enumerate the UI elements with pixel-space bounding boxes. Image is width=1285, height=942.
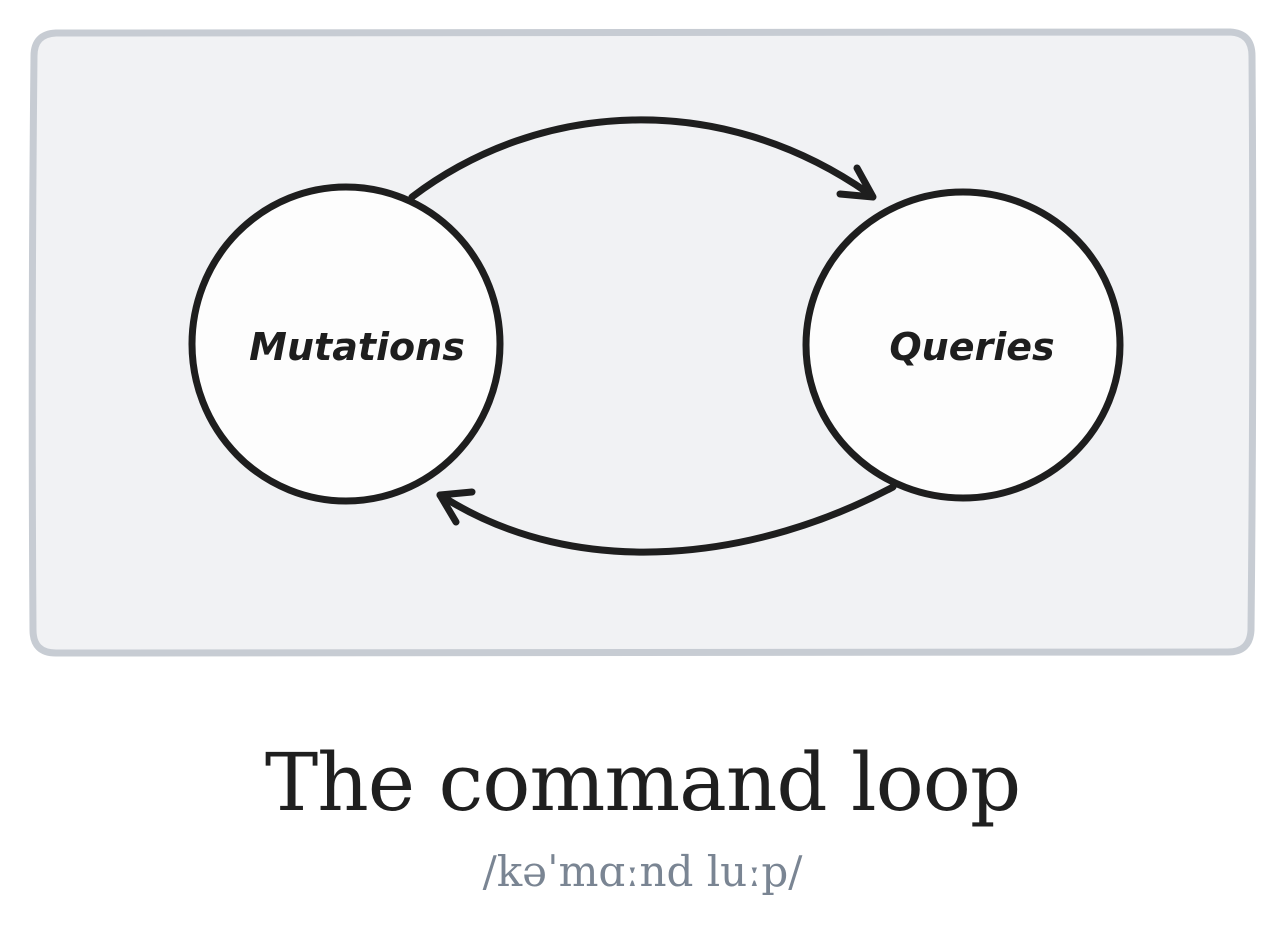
node-mutations-label: Mutations — [249, 325, 465, 369]
arrow-mutations-to-queries — [408, 116, 872, 201]
node-mutations: Mutations — [188, 183, 504, 505]
page-title: The command loop — [264, 736, 1021, 829]
node-mutations-circle — [188, 183, 504, 505]
command-loop-diagram: Mutations Queries — [28, 27, 1257, 657]
arrowhead-to-mutations-icon — [436, 488, 476, 526]
node-queries-circle — [802, 188, 1124, 502]
node-queries-label: Queries — [889, 325, 1054, 369]
arrowhead-to-queries-icon — [836, 164, 877, 201]
pronunciation: /kəˈmɑːnd luːp/ — [482, 847, 803, 896]
node-queries: Queries — [802, 188, 1124, 502]
arrow-queries-to-mutations — [436, 483, 897, 556]
